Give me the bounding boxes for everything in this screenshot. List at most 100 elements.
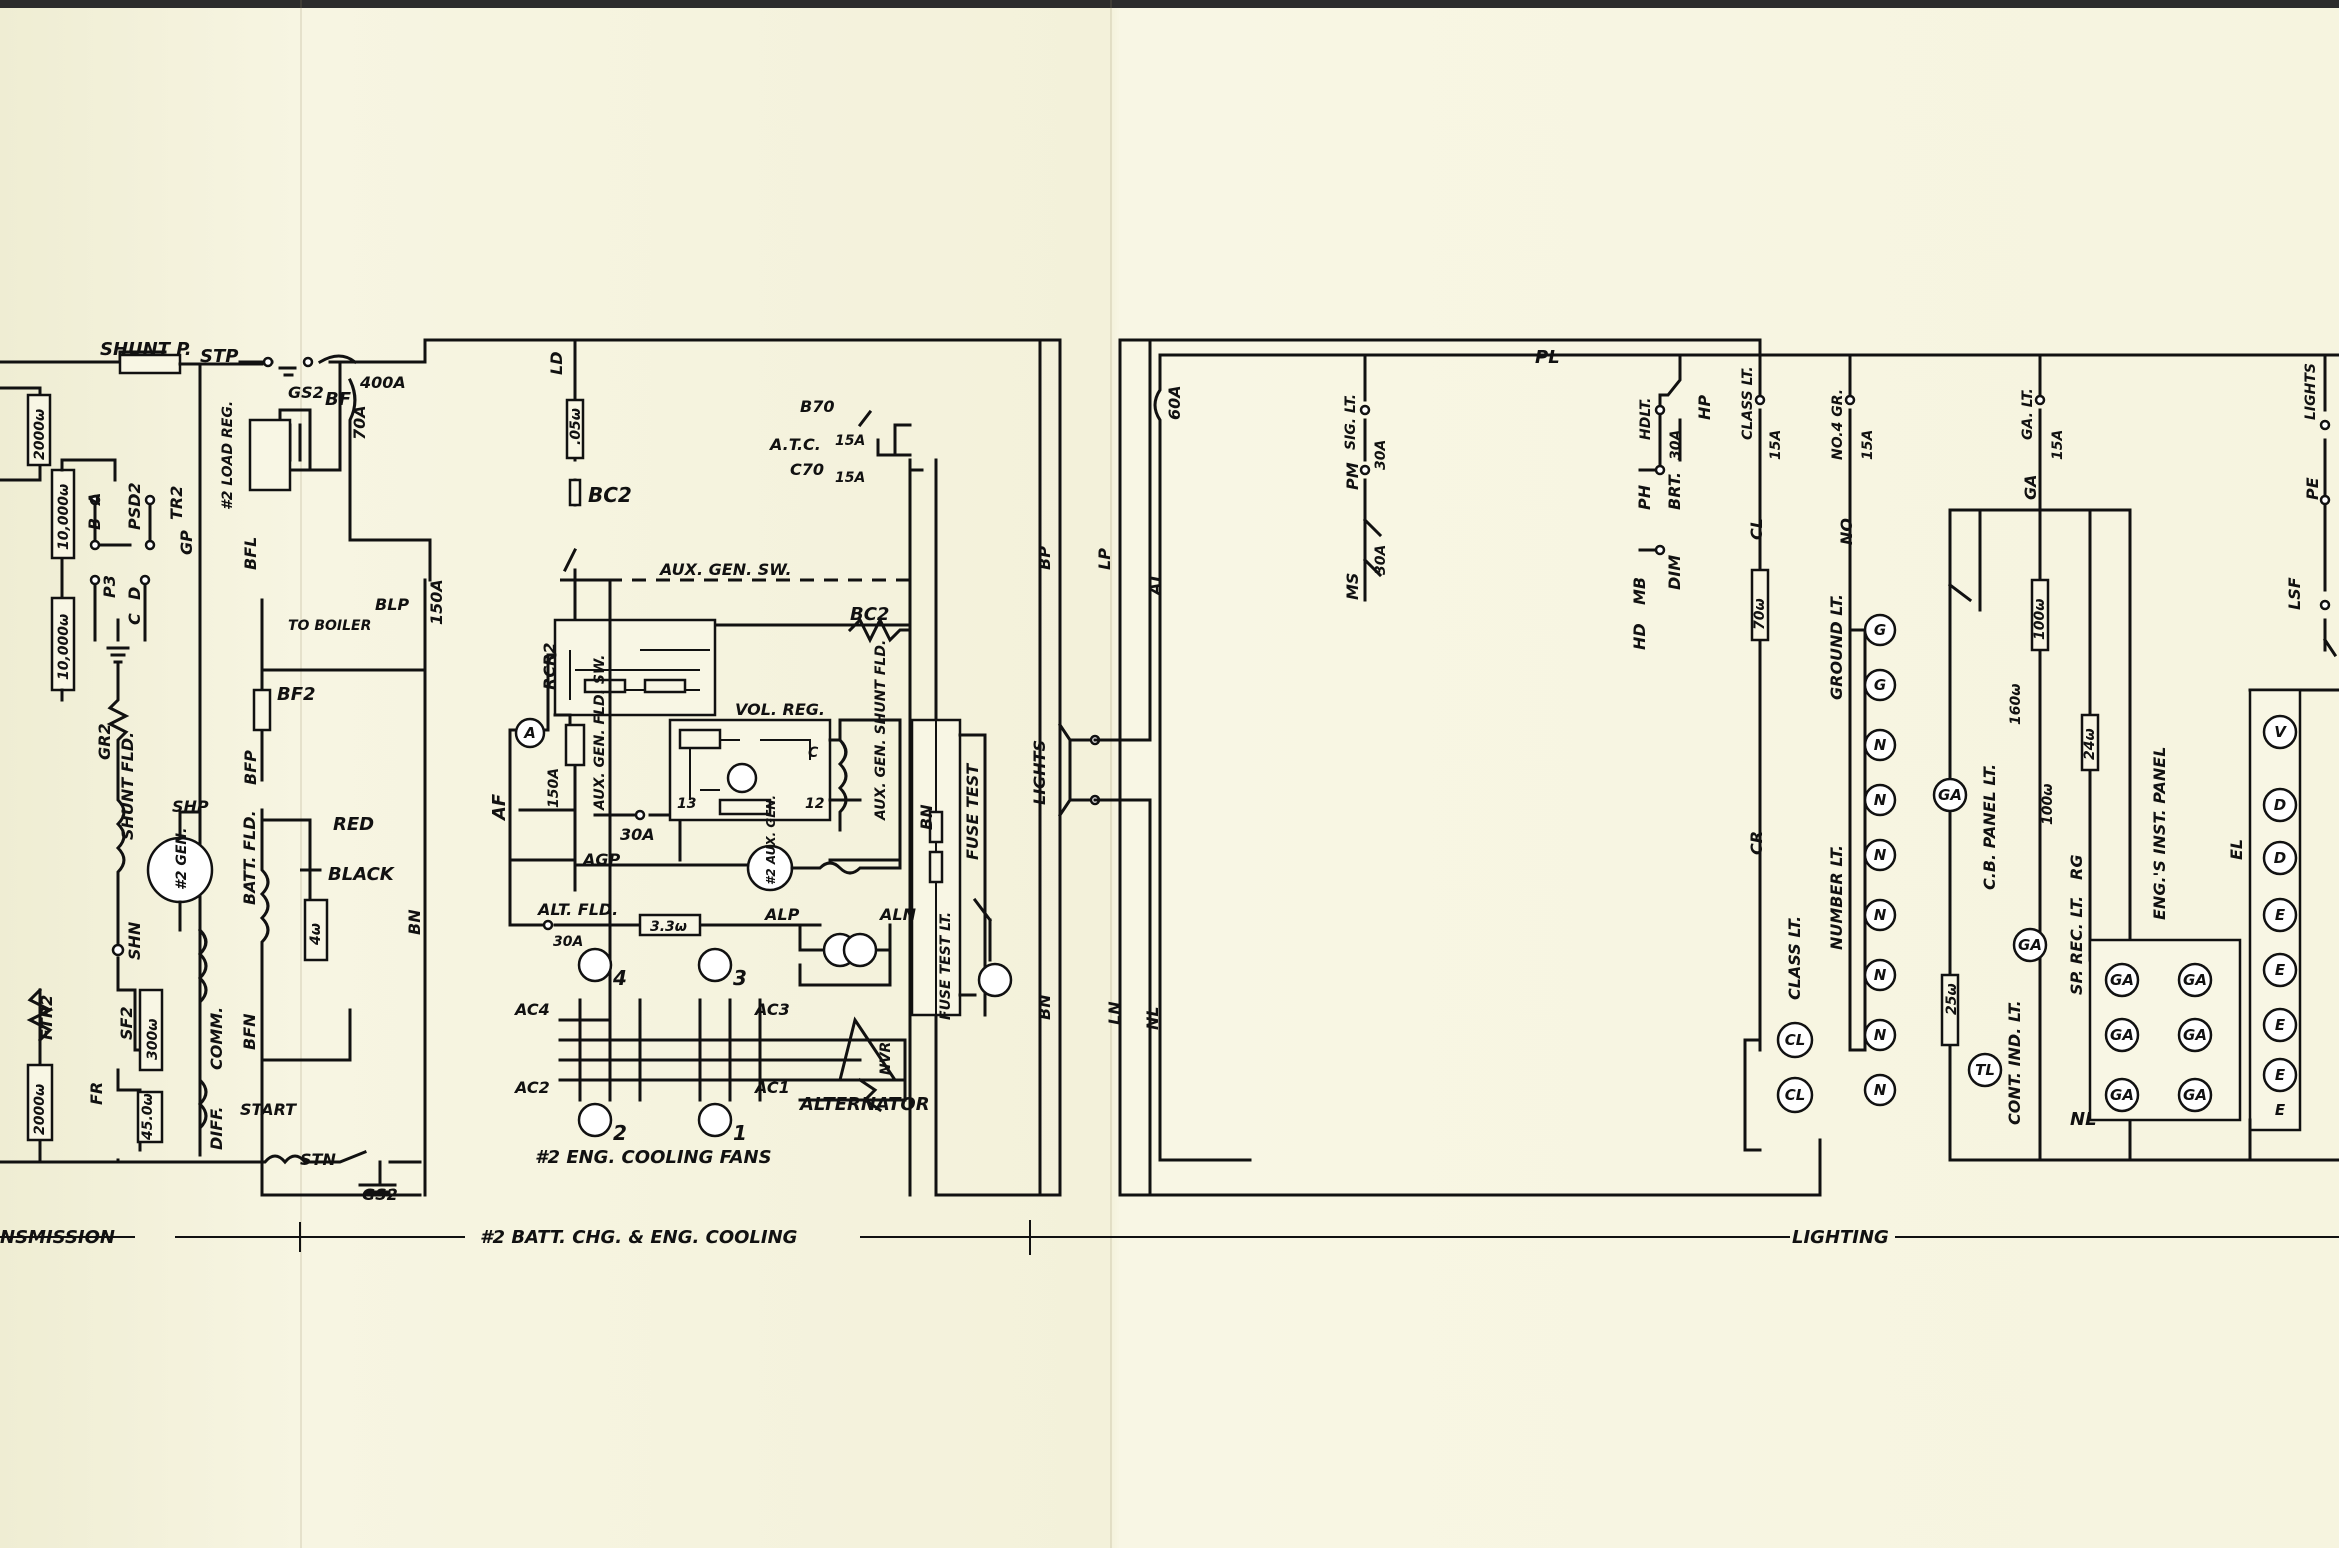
cb-panel-lamp bbox=[1932, 777, 1968, 813]
label-30a-e: 30A bbox=[1668, 430, 1684, 460]
label-no: NO bbox=[1837, 518, 1856, 545]
number-lamp-label: N bbox=[1874, 1081, 1887, 1099]
label-aux-gen-shunt-fld: AUX. GEN. SHUNT FLD. bbox=[873, 640, 889, 821]
label-nvr: NVR bbox=[878, 1042, 894, 1075]
label-r300: 300ω bbox=[145, 1019, 161, 1060]
label-black: BLACK bbox=[328, 864, 396, 885]
label-gen2: #2 GEN. bbox=[174, 828, 190, 890]
label-bfl: BFL bbox=[241, 537, 260, 570]
center-labels: SHUNT P. STP GS2 400A BF 70A #2 LOAD REG… bbox=[32, 339, 1054, 1204]
ammeter-label: A bbox=[523, 724, 536, 742]
label-cb-panel-lt: C.B. PANEL LT. bbox=[1980, 764, 1999, 890]
label-d: D bbox=[125, 587, 144, 600]
label-bn-left: BN bbox=[405, 909, 424, 935]
cont-ind-lamp-label: TL bbox=[1975, 1061, 1995, 1079]
label-r2000-bot: 2000ω bbox=[32, 1084, 48, 1135]
section-batt-chg: #2 BATT. CHG. & ENG. COOLING bbox=[480, 1227, 797, 1248]
label-ln: LN bbox=[1105, 1001, 1124, 1025]
panel-lamp-label: E bbox=[2275, 1066, 2286, 1084]
label-bp: BP bbox=[1035, 546, 1054, 570]
label-30a: 30A bbox=[620, 825, 655, 844]
label-alternator: ALTERNATOR bbox=[798, 1094, 930, 1115]
fold-line bbox=[300, 0, 302, 1548]
label-bn-mid: BN bbox=[917, 804, 936, 830]
panel-lamp bbox=[2262, 952, 2298, 988]
label-brt: BRT. bbox=[1665, 472, 1684, 510]
label-gs2-bot: GS2 bbox=[362, 1185, 398, 1204]
rcr2-res-a bbox=[583, 678, 627, 694]
label-shunt-fld: SHUNT FLD. bbox=[118, 732, 137, 840]
label-ac3: AC3 bbox=[753, 1000, 790, 1019]
class-lamp bbox=[1776, 1021, 1814, 1059]
label-fuse-test: FUSE TEST bbox=[963, 763, 982, 860]
label-load-reg: #2 LOAD REG. bbox=[220, 401, 236, 510]
fan-motor-1 bbox=[697, 1102, 733, 1138]
cont-ind-lamp bbox=[1967, 1052, 2003, 1088]
eng-panel-lamp-label: GA bbox=[2110, 971, 2134, 989]
label-class-lt-top: CLASS LT. bbox=[1740, 366, 1756, 440]
label-p3: P3 bbox=[100, 575, 119, 598]
number-lamp bbox=[1863, 838, 1897, 872]
fuse-test-lamp bbox=[977, 962, 1013, 998]
label-r4: 4ω bbox=[308, 923, 324, 946]
label-start: START bbox=[240, 1100, 297, 1119]
number-lamp-label: N bbox=[1874, 736, 1887, 754]
number-lamp bbox=[1863, 1073, 1897, 1107]
rcr2-res-b bbox=[643, 678, 687, 694]
resistor-2000-bot bbox=[26, 1063, 54, 1142]
label-a: A bbox=[85, 493, 104, 507]
fold-line bbox=[1110, 0, 1112, 1548]
label-sf2: SF2 bbox=[117, 1006, 136, 1040]
alternator-and-fans: 4 3 2 1 bbox=[558, 947, 907, 1145]
label-bfp: BFP bbox=[241, 750, 260, 785]
number-lamp bbox=[1863, 783, 1897, 817]
label-cr: CR bbox=[1747, 831, 1766, 855]
eng-panel-lamp-label: GA bbox=[2183, 1026, 2207, 1044]
fan-label-1: 1 bbox=[733, 1121, 747, 1145]
panel-lamp bbox=[2262, 840, 2298, 876]
label-r100b: 100ω bbox=[2040, 784, 2056, 825]
lights-connector: LP AT LN NL bbox=[1038, 338, 1822, 1197]
ground-lamp bbox=[1863, 613, 1897, 647]
panel-lamp bbox=[2262, 897, 2298, 933]
sp-rec-lamp bbox=[2012, 927, 2048, 963]
label-gs2-top: GS2 bbox=[288, 383, 324, 402]
label-b70: B70 bbox=[800, 397, 834, 416]
label-gr2: GR2 bbox=[95, 723, 114, 760]
label-r33: 3.3ω bbox=[650, 919, 687, 935]
label-alp: ALP bbox=[763, 905, 800, 924]
label-c-small: C bbox=[808, 745, 819, 761]
number-lamp-label: N bbox=[1874, 906, 1887, 924]
label-15a-c: 15A bbox=[1768, 430, 1784, 460]
label-aux-gen-sw: AUX. GEN. SW. bbox=[658, 560, 792, 579]
label-class-lt-side: CLASS LT. bbox=[1785, 916, 1804, 1000]
number-lamp-label: N bbox=[1874, 791, 1887, 809]
label-bc2-b: BC2 bbox=[850, 604, 889, 625]
eng-panel-lamp bbox=[2177, 1017, 2213, 1053]
label-c70: C70 bbox=[790, 460, 824, 479]
label-bc2: BC2 bbox=[588, 483, 632, 507]
label-lsf: LSF bbox=[2285, 577, 2304, 610]
class-lamp bbox=[1776, 1076, 1814, 1114]
label-el: EL bbox=[2227, 839, 2246, 860]
transmission-partial bbox=[0, 350, 422, 1194]
panel-lamp-label: V bbox=[2274, 723, 2287, 741]
label-red: RED bbox=[333, 814, 374, 835]
panel-lamp-label: E bbox=[2275, 961, 2286, 979]
label-no4gr: NO.4 GR. bbox=[1830, 389, 1846, 460]
sf2-resistor bbox=[138, 988, 164, 1072]
label-psd2: PSD2 bbox=[125, 482, 144, 530]
label-30a-c: 30A bbox=[1373, 440, 1389, 470]
label-150a-b: 150A bbox=[546, 768, 562, 808]
section-transmission: NSMISSION bbox=[0, 1227, 115, 1248]
label-to-boiler: TO BOILER bbox=[288, 618, 371, 634]
label-lights: LIGHTS bbox=[1030, 740, 1049, 805]
panel-lamp-label: D bbox=[2274, 849, 2286, 867]
eng-panel-lamp-label: GA bbox=[2110, 1026, 2134, 1044]
label-stn: STN bbox=[300, 1150, 336, 1169]
fan-label-3: 3 bbox=[733, 966, 747, 990]
label-30a-b: 30A bbox=[553, 934, 583, 950]
label-cont-ind-lt: CONT. IND. LT. bbox=[2005, 1000, 2024, 1125]
label-gp: GP bbox=[177, 530, 196, 555]
